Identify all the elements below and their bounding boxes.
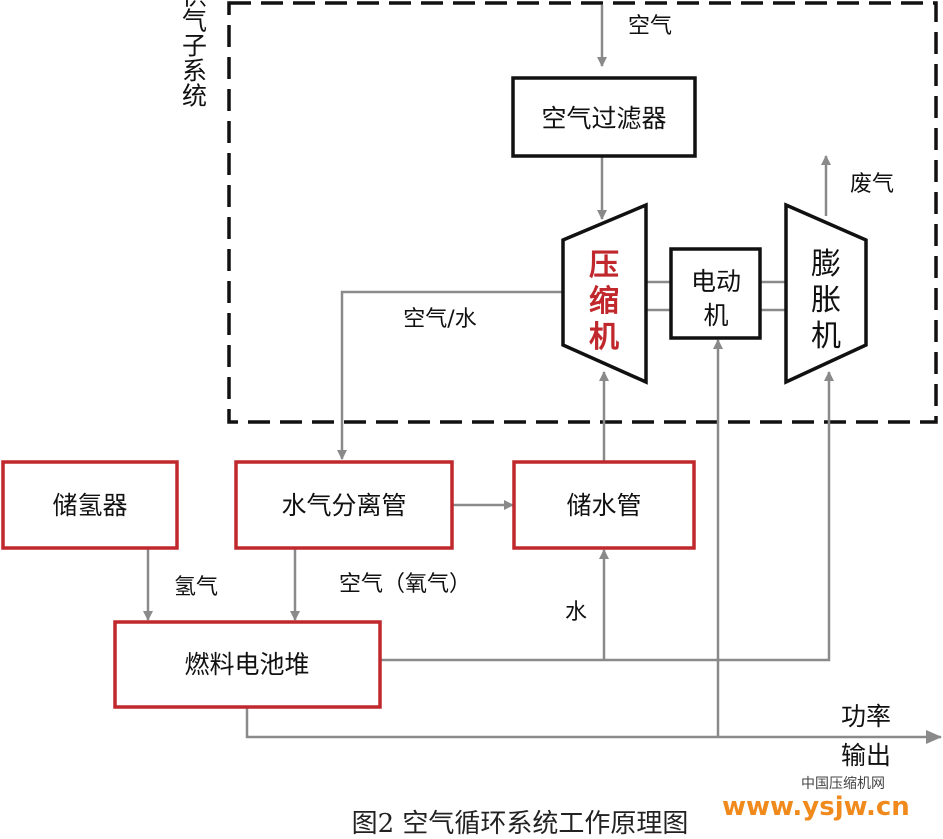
air-water-line xyxy=(337,290,563,460)
air-in-label: 空气 xyxy=(628,14,672,39)
air-filter-box xyxy=(511,76,697,158)
water-label: 水 xyxy=(565,600,587,625)
water-tank-box xyxy=(512,460,696,550)
water-separator-box xyxy=(234,460,454,550)
air-supply-subsystem-boundary xyxy=(227,1,938,424)
power-output-line xyxy=(245,707,942,744)
water-separator-label: 水气分离管 xyxy=(281,491,406,520)
power-output-label-1: 功率 xyxy=(841,702,891,731)
compressor-label-1: 压 xyxy=(589,248,619,283)
fuel-cell-stack-label: 燃料电池堆 xyxy=(184,650,309,679)
hydrogen-tank-label: 储氢器 xyxy=(52,491,127,520)
air-filter-label: 空气过滤器 xyxy=(541,104,666,133)
expander-label-2: 胀 xyxy=(811,283,841,318)
stack-to-expander-line xyxy=(380,371,834,662)
compressor-label-3: 机 xyxy=(589,320,619,355)
expander-shape xyxy=(784,202,868,385)
power-output-label-2: 输出 xyxy=(841,741,891,770)
motor-label-1: 电动 xyxy=(691,267,741,296)
motor-box xyxy=(669,247,762,340)
subsystem-label: 供气子系统 xyxy=(179,0,208,108)
exhaust-label: 废气 xyxy=(850,172,894,197)
watermark-site-name: 中国压缩机网 xyxy=(801,776,885,792)
hydrogen-label: 氢气 xyxy=(174,575,218,600)
compressor-label-2: 缩 xyxy=(589,284,619,319)
watermark-url: www.ysjw.cn xyxy=(722,792,910,822)
expander-label-3: 机 xyxy=(811,319,841,354)
fuel-cell-stack-box xyxy=(113,620,382,709)
hydrogen-tank-box xyxy=(1,460,179,550)
water-tank-label: 储水管 xyxy=(566,491,641,520)
figure-caption: 图2 空气循环系统工作原理图 xyxy=(352,809,689,839)
air-oxygen-label: 空气（氧气） xyxy=(339,572,471,597)
motor-label-2: 机 xyxy=(703,301,728,330)
air-water-label: 空气/水 xyxy=(403,307,476,332)
compressor-shape xyxy=(561,202,648,385)
expander-label-1: 膨 xyxy=(811,247,841,282)
